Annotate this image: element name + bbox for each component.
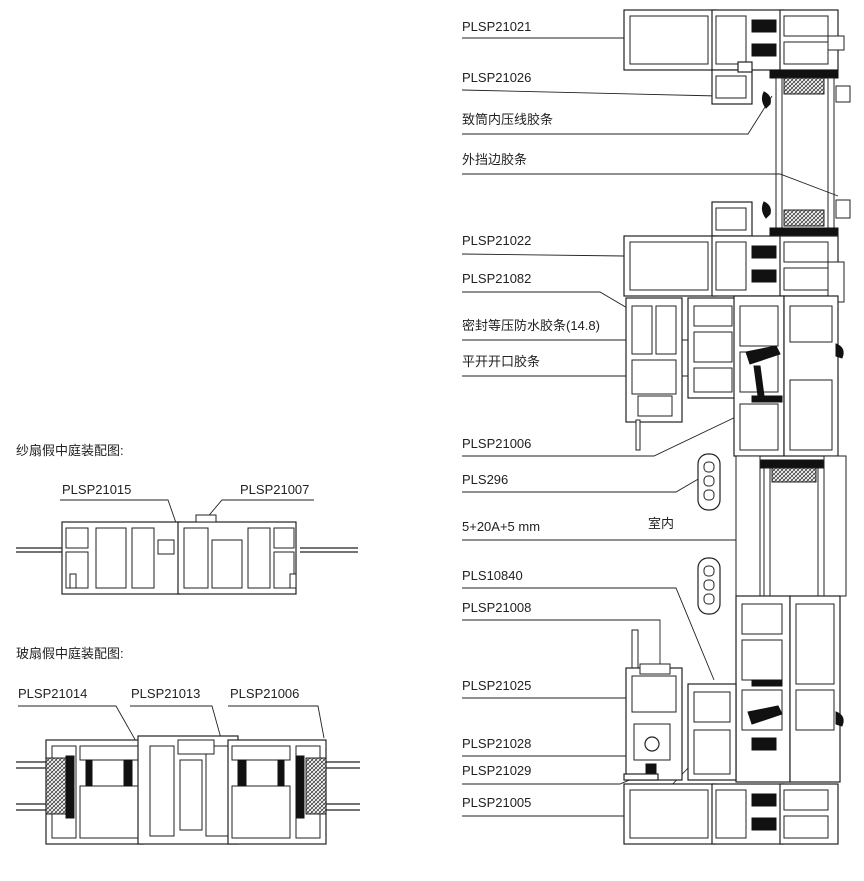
label-plsp21028: PLSP21028 — [462, 736, 531, 751]
label-plsp21015: PLSP21015 — [62, 482, 131, 497]
screen-sash-section: 纱扇假中庭装配图: PLSP21015 PLSP21007 — [16, 443, 358, 595]
top-frame-profile — [623, 9, 845, 71]
label-indoor: 室内 — [648, 516, 674, 531]
label-plsp21008: PLSP21008 — [462, 600, 531, 615]
label-opening-gasket: 平开开口胶条 — [462, 354, 540, 369]
label-plsp21026: PLSP21026 — [462, 70, 531, 85]
leader-line — [130, 705, 223, 743]
lower-frame-profile — [735, 595, 844, 783]
label-plsp21021: PLSP21021 — [462, 19, 531, 34]
bottom-frame-profile — [623, 783, 839, 845]
leader-lines — [461, 37, 839, 817]
middle-frame-profile — [733, 295, 844, 457]
upper-sash-profile — [711, 61, 851, 237]
right-vertical-section: PLSP21021 PLSP21026 致筒内压线胶条 外挡边胶条 PLSP21… — [461, 9, 851, 845]
pls10840-spacer — [697, 557, 721, 615]
label-plsp21082: PLSP21082 — [462, 271, 531, 286]
leader-line — [228, 705, 325, 739]
leader-line — [204, 499, 314, 521]
label-plsp21007: PLSP21007 — [240, 482, 309, 497]
screen-profile-assembly — [16, 514, 358, 595]
glass-sash-section: 玻扇假中庭装配图: PLSP21014 PLSP21013 PLSP21006 — [16, 646, 360, 845]
label-pls296: PLS296 — [462, 472, 508, 487]
pls296-spacer — [697, 453, 721, 511]
label-plsp21013: PLSP21013 — [131, 686, 200, 701]
label-plsp21014: PLSP21014 — [18, 686, 87, 701]
label-group: PLSP21021 PLSP21026 致筒内压线胶条 外挡边胶条 PLSP21… — [462, 19, 674, 810]
lower-screen-sash — [623, 629, 737, 781]
label-outer-gasket: 外挡边胶条 — [462, 152, 527, 167]
label-plsp21005: PLSP21005 — [462, 795, 531, 810]
label-equal-pressure-gasket: 密封等压防水胶条(14.8) — [462, 318, 600, 333]
label-pressing-gasket: 致筒内压线胶条 — [462, 112, 553, 127]
label-glass-spec: 5+20A+5 mm — [462, 519, 540, 534]
screen-sash-block — [625, 297, 739, 451]
transom-profile — [623, 235, 845, 303]
label-plsp21025: PLSP21025 — [462, 678, 531, 693]
glass-profile-assembly — [16, 735, 360, 845]
label-plsp21022: PLSP21022 — [462, 233, 531, 248]
label-plsp21029: PLSP21029 — [462, 763, 531, 778]
label-plsp21006: PLSP21006 — [230, 686, 299, 701]
label-plsp21006-right: PLSP21006 — [462, 436, 531, 451]
glass-section-title: 玻扇假中庭装配图: — [16, 646, 124, 661]
label-pls10840: PLS10840 — [462, 568, 523, 583]
screen-section-title: 纱扇假中庭装配图: — [16, 443, 124, 458]
